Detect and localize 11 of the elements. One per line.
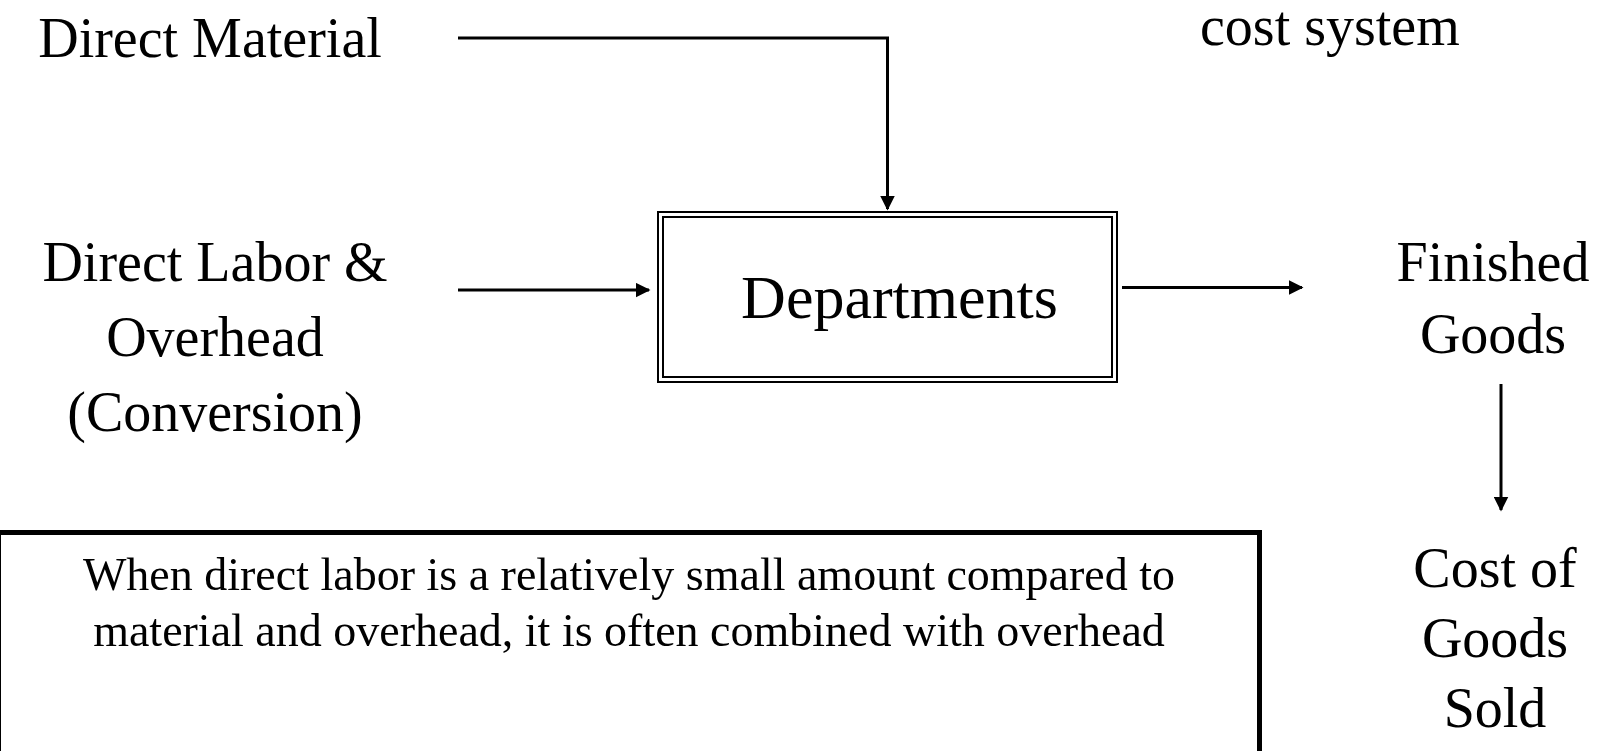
arrow [1122, 280, 1304, 295]
arrow [1493, 384, 1509, 512]
node-label: Cost of Goods Sold [1395, 530, 1595, 745]
node-label: Direct Labor & Overhead (Conversion) [30, 225, 400, 450]
note-box: When direct labor is a relatively small amount compared to material and overhead, it is often combined with overhead [0, 530, 1262, 751]
caption-text: cost system [1200, 0, 1460, 58]
arrow [458, 36, 895, 211]
process-box: Departments [657, 211, 1118, 383]
node-label: Direct Material [10, 6, 410, 70]
node-label: Finished Goods [1380, 225, 1606, 370]
arrow [458, 282, 651, 298]
